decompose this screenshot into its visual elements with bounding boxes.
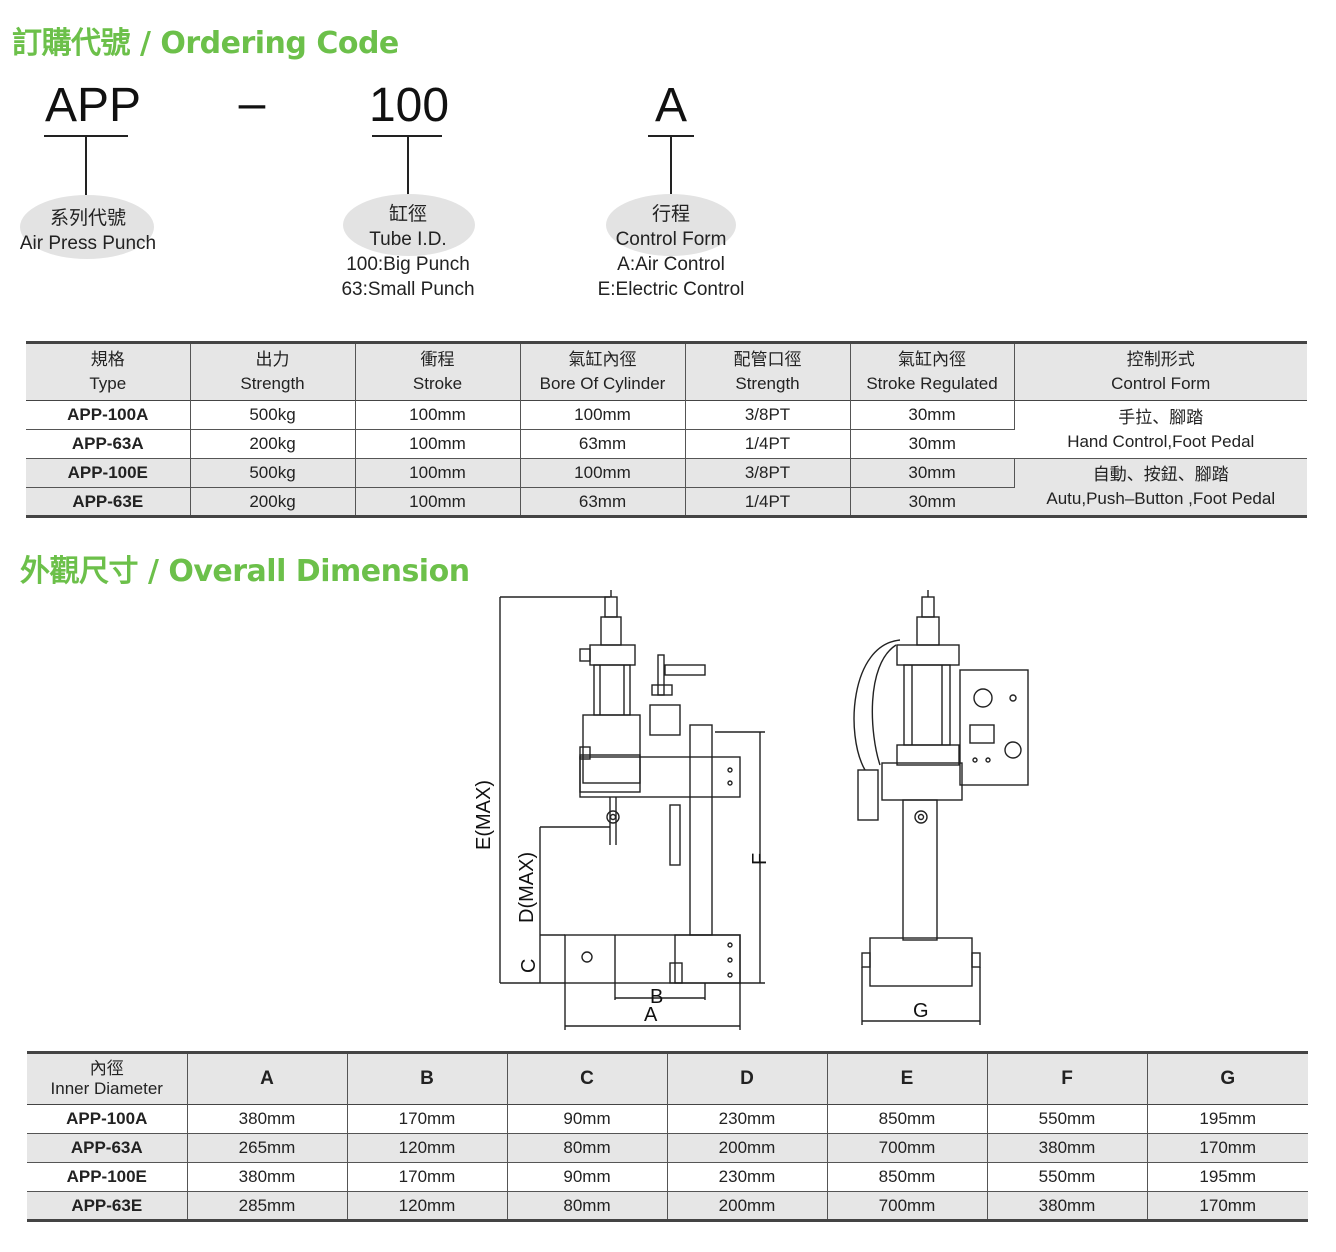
control-label-en: Control Form xyxy=(615,229,727,250)
series-ellipse xyxy=(20,195,154,259)
label-d-max: D(MAX) xyxy=(516,852,538,923)
table-row: APP-100A 500kg 100mm 100mm 3/8PT 30mm 手拉… xyxy=(26,400,1307,459)
connector-bore xyxy=(407,135,409,195)
dim-header-d: D xyxy=(667,1052,828,1105)
label-b: B xyxy=(650,986,663,1008)
series-label: 系列代號 Air Press Punch xyxy=(8,206,168,256)
code-dash: – xyxy=(238,77,266,130)
dim-header-inner-diameter: 內徑 Inner Diameter xyxy=(27,1052,188,1105)
connector-series xyxy=(85,135,87,195)
bore-option-small: 63:Small Punch xyxy=(341,279,475,300)
table-row: APP-100A 380mm 170mm 90mm 230mm 850mm 55… xyxy=(27,1104,1308,1134)
label-a: A xyxy=(644,1004,658,1026)
dim-header-row: 內徑 Inner Diameter A B C D E F G xyxy=(27,1052,1308,1105)
label-g: G xyxy=(913,1000,929,1022)
overall-dimension-title: 外觀尺寸 / Overall Dimension xyxy=(20,554,470,589)
code-series: APP xyxy=(45,79,142,132)
bore-label-en: Tube I.D. xyxy=(369,229,447,250)
label-c: C xyxy=(518,959,540,973)
dim-header-a: A xyxy=(187,1052,348,1105)
dim-header-c: C xyxy=(507,1052,668,1105)
bore-ellipse xyxy=(343,194,475,256)
control-ellipse xyxy=(606,194,736,256)
control-label-zh: 行程 xyxy=(651,204,690,225)
table-row: APP-63E 200kg 100mm 63mm 1/4PT 30mm xyxy=(26,487,1307,517)
series-label-en: Air Press Punch xyxy=(19,233,157,254)
label-f: F xyxy=(749,853,771,865)
dimension-drawing: E(MAX) D(MAX) C F B A G xyxy=(473,590,1029,1030)
table-row: APP-63A 200kg 100mm 63mm 1/4PT 30mm xyxy=(26,429,1307,459)
table-row: APP-100E 380mm 170mm 90mm 230mm 850mm 55… xyxy=(27,1162,1308,1192)
dim-header-b: B xyxy=(347,1052,508,1105)
code-control: A xyxy=(654,79,687,132)
bore-option-big: 100:Big Punch xyxy=(346,254,470,275)
control-cell-air: 手拉、腳踏 Hand Control,Foot Pedal xyxy=(1014,400,1307,459)
control-label: 行程 Control Form A:Air Control E:Electric… xyxy=(581,202,761,302)
label-e-max: E(MAX) xyxy=(473,780,495,850)
control-option-electric: E:Electric Control xyxy=(597,279,745,300)
dim-header-f: F xyxy=(987,1052,1148,1105)
table-row: APP-100E 500kg 100mm 100mm 3/8PT 30mm 自動… xyxy=(26,458,1307,517)
connector-control xyxy=(670,135,672,195)
control-option-air: A:Air Control xyxy=(617,254,725,275)
control-cell-electric: 自動、按鈕、腳踏 Autu,Push–Button ,Foot Pedal xyxy=(1014,458,1307,517)
series-label-zh: 系列代號 xyxy=(49,208,126,229)
bore-label: 缸徑 Tube I.D. 100:Big Punch 63:Small Punc… xyxy=(318,202,498,302)
ordering-code-title: 訂購代號 / Ordering Code xyxy=(12,26,399,61)
dimension-table: 內徑 Inner Diameter A B C D E F G APP-100A… xyxy=(27,1051,1308,1222)
dim-header-g: G xyxy=(1220,1068,1236,1089)
table-row: APP-63E 285mm 120mm 80mm 200mm 700mm 380… xyxy=(27,1191,1308,1221)
dim-header-e: E xyxy=(827,1052,988,1105)
code-bore: 100 xyxy=(368,79,450,132)
bore-label-zh: 缸徑 xyxy=(388,204,427,225)
table-row: APP-63A 265mm 120mm 80mm 200mm 700mm 380… xyxy=(27,1133,1308,1163)
